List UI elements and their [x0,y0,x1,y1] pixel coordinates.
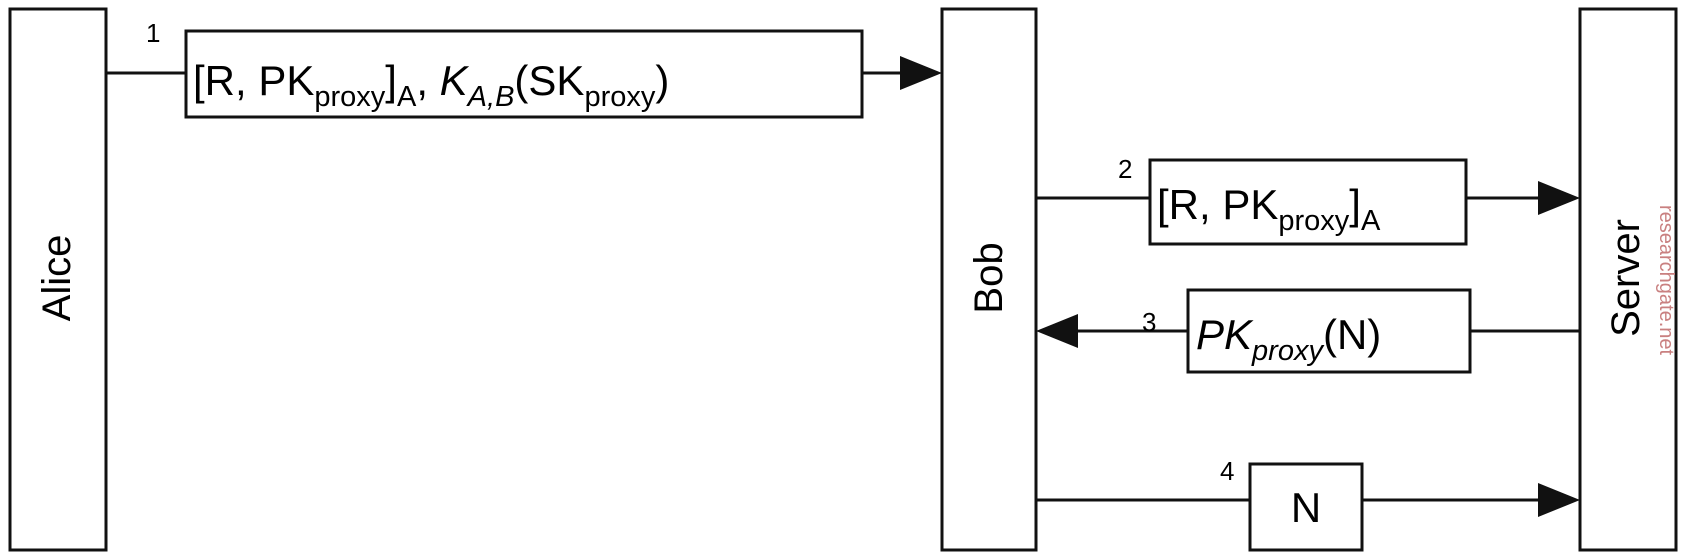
message-4-box [1248,462,1364,552]
message-3-step: 3 [1142,307,1156,337]
message-4: 4 N [1036,456,1580,552]
actor-server-box [1578,7,1678,552]
message-4-step: 4 [1220,456,1234,486]
actor-bob-label: Bob [967,242,1011,313]
message-1: 1 [R, PKproxy]A, KA,B(SKproxy) [106,18,942,119]
message-1-box [184,29,864,119]
message-1-step: 1 [146,18,160,48]
message-1-label: [R, PKproxy]A, KA,B(SKproxy) [193,57,669,113]
message-2-step: 2 [1118,154,1132,184]
actor-bob-box [940,7,1038,552]
actor-bob: Bob [940,7,1038,552]
message-1-arrowhead [900,56,942,90]
message-4-label: N [1291,484,1321,531]
message-3-arrowhead [1036,314,1078,348]
message-3-box [1186,288,1472,374]
message-3: 3 PKproxy(N) [1036,288,1580,374]
actor-alice-box [8,7,108,552]
actor-alice: Alice [8,7,108,552]
actor-alice-label: Alice [35,235,79,322]
watermark: researchgate.net [1655,205,1677,356]
actor-server: Server researchgate.net [1578,7,1678,552]
message-2-label: [R, PKproxy]A [1157,181,1381,237]
message-2-arrowhead [1538,181,1580,215]
message-4-arrowhead [1538,483,1580,517]
message-2: 2 [R, PKproxy]A [1036,154,1580,246]
message-3-label: PKproxy(N) [1196,311,1381,367]
message-2-box [1148,158,1468,246]
actor-server-label: Server [1604,219,1648,337]
